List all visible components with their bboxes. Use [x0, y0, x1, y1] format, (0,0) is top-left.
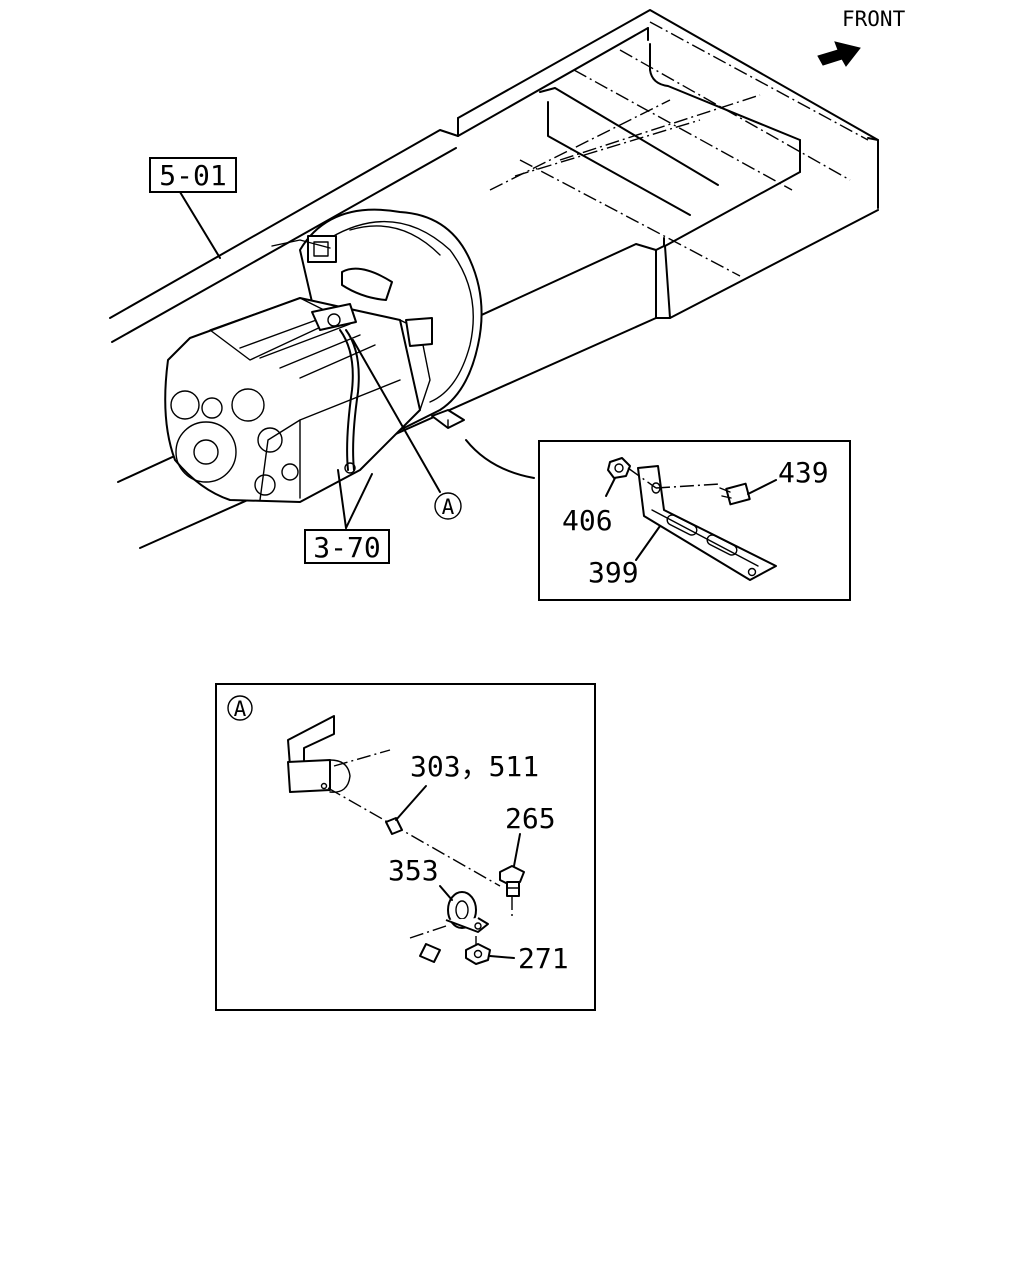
transmission-assembly: [164, 191, 483, 529]
front-indicator: FRONT: [817, 7, 906, 67]
transmission-ref-box: 3-70: [304, 529, 390, 564]
frame-pin: [431, 409, 465, 429]
detail-a-inset: A 303，511 265 353 271: [215, 683, 596, 1011]
part-label-271: 271: [518, 942, 569, 975]
transmission-ref-label: 3-70: [313, 531, 380, 564]
front-label: FRONT: [842, 7, 906, 31]
part-label-265: 265: [505, 802, 556, 835]
part-label-353: 353: [388, 854, 439, 887]
bracket-inset: 439 406 399: [538, 440, 851, 601]
bracket-leader: [465, 439, 535, 479]
detail-a-callout-letter: A: [442, 495, 455, 519]
part-label-399: 399: [588, 556, 639, 589]
detail-a-marker: A: [234, 697, 247, 721]
part-label-303-511: 303，511: [410, 750, 539, 783]
part-label-406: 406: [562, 504, 613, 537]
detail-a-callout: A: [434, 492, 462, 520]
part-label-439: 439: [778, 456, 829, 489]
frame-ref-box: 5-01: [149, 157, 237, 193]
arrow-right-icon: [817, 41, 861, 67]
frame-ref-label: 5-01: [159, 159, 226, 192]
